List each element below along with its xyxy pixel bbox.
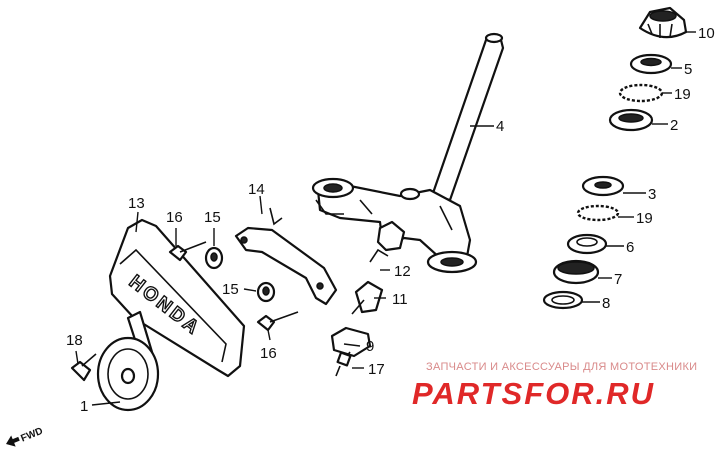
callout-8: 8 [602, 295, 610, 312]
thrust-washer-part [542, 290, 584, 310]
rubber-grommet-part-lower [256, 281, 276, 303]
callout-1: 1 [80, 398, 88, 415]
horn-bolt-part [70, 353, 97, 382]
watermark-brand: PARTSFOR.RU [412, 376, 655, 411]
dust-seal-part [552, 259, 600, 285]
bottom-ball-race-part [581, 175, 625, 197]
arrow-left-icon [6, 435, 20, 447]
callout-17: 17 [368, 361, 385, 378]
leader-lines [75, 31, 696, 406]
horn-part [96, 310, 160, 412]
watermark-subtitle: ЗАПЧАСТИ И АКСЕССУАРЫ ДЛЯ МОТОТЕХНИКИ [426, 361, 697, 373]
callout-11: 11 [392, 291, 408, 308]
callout-18: 18 [66, 332, 83, 349]
rubber-grommet-part-upper [204, 246, 224, 270]
watermark: ЗАПЧАСТИ И АКСЕССУАРЫ ДЛЯ МОТОТЕХНИКИ PA… [412, 361, 697, 411]
steering-lock-fitting-part [351, 280, 384, 315]
callout-13: 13 [128, 195, 145, 212]
callout-16-lower: 16 [260, 345, 277, 362]
callout-7: 7 [614, 271, 622, 288]
callout-numbers: 10 5 19 2 4 3 19 6 7 8 13 16 15 14 15 16… [66, 25, 715, 415]
upper-ball-bearing-part [618, 83, 664, 103]
callout-16-upper: 16 [166, 209, 183, 226]
callout-9: 9 [366, 338, 374, 355]
callout-14: 14 [248, 181, 265, 198]
bottom-cone-race-part [566, 233, 608, 255]
stem-nut-part [638, 6, 688, 39]
callout-3: 3 [648, 186, 656, 203]
lower-ball-bearing-part [576, 204, 620, 222]
callout-4: 4 [496, 118, 504, 135]
callout-12: 12 [394, 263, 411, 280]
callout-15-upper: 15 [204, 209, 221, 226]
fwd-label: FWD [19, 426, 44, 445]
callout-15-lower: 15 [222, 281, 239, 298]
callout-19-lower: 19 [636, 210, 653, 227]
bolt-part-lower [256, 311, 299, 332]
callout-6: 6 [626, 239, 634, 256]
callout-10: 10 [698, 25, 715, 42]
forward-direction-arrow: FWD [6, 426, 45, 447]
bolt-part-upper [168, 241, 207, 262]
spring-part [335, 351, 352, 377]
top-cone-race-part [629, 53, 673, 75]
callout-19-upper: 19 [674, 86, 691, 103]
callout-5: 5 [684, 61, 692, 78]
callout-2: 2 [670, 117, 678, 134]
pinch-bolt-part [369, 248, 389, 263]
top-ball-race-part [608, 108, 654, 132]
lock-plate-part [330, 326, 372, 358]
headlight-bracket-part [234, 207, 338, 306]
steering-stem-part [311, 32, 505, 274]
